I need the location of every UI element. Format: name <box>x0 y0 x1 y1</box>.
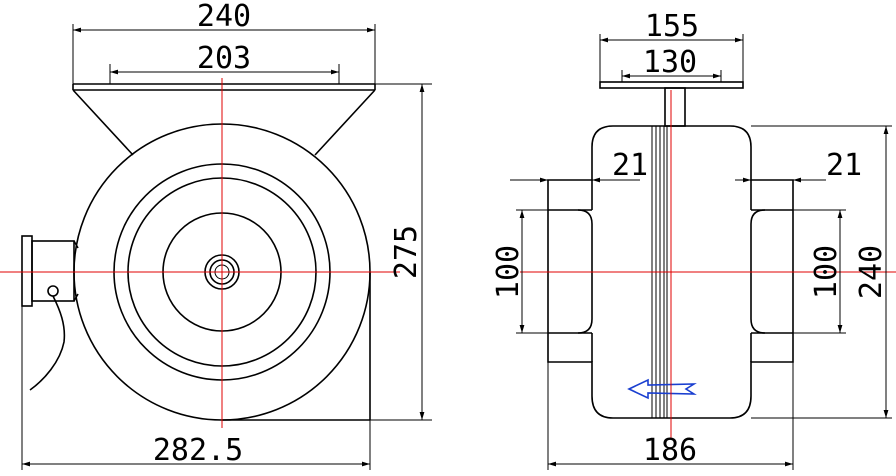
dim-side-top-outer: 155 <box>599 9 744 82</box>
dim-side-left-opening: 100 <box>491 209 548 334</box>
dim-front-top-inner: 203 <box>109 41 340 84</box>
dim-label-203: 203 <box>197 41 251 76</box>
dim-side-left-wall: 21 <box>510 148 648 183</box>
dim-front-height: 275 <box>370 83 432 421</box>
dim-front-top-outer: 240 <box>72 0 376 84</box>
side-view: 155 130 21 21 100 <box>491 9 896 470</box>
dim-label-100-right: 100 <box>809 245 844 299</box>
dim-label-240-side: 240 <box>854 245 889 299</box>
dim-label-21-left: 21 <box>612 148 648 183</box>
left-arrow-icon <box>627 378 697 400</box>
side-motor <box>21 235 79 391</box>
dim-label-130: 130 <box>643 45 697 80</box>
side-centerlines <box>520 90 896 440</box>
hopper <box>72 83 376 156</box>
front-view: 240 203 275 282.5 <box>0 0 432 470</box>
dim-label-100-left: 100 <box>491 245 526 299</box>
dim-label-275: 275 <box>389 225 424 279</box>
dim-side-height: 240 <box>751 125 892 419</box>
dim-label-282-5: 282.5 <box>153 433 243 468</box>
dim-front-bottom: 282.5 <box>21 306 371 470</box>
dim-side-right-opening: 100 <box>793 209 846 334</box>
dim-label-186: 186 <box>643 433 697 468</box>
dim-label-155: 155 <box>645 9 699 44</box>
dim-side-bottom: 186 <box>547 362 794 470</box>
dim-side-top-inner: 130 <box>621 45 722 82</box>
front-centerlines <box>0 78 400 428</box>
dim-label-21-right: 21 <box>826 148 862 183</box>
dim-side-right-wall: 21 <box>735 148 862 183</box>
dim-label-240: 240 <box>197 0 251 34</box>
